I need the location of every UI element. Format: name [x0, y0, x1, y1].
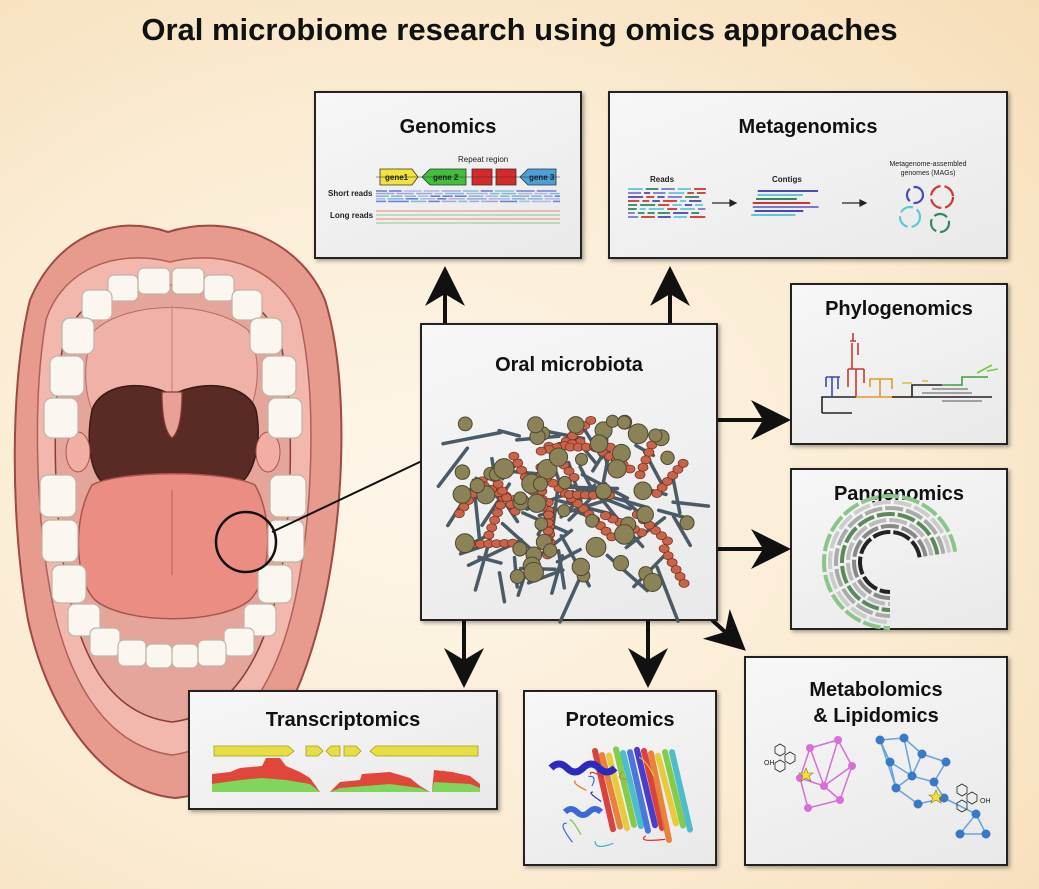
microbiota-cluster-illustration — [436, 414, 711, 624]
long-reads-label: Long reads — [330, 211, 374, 220]
proteomics-title: Proteomics — [565, 709, 675, 731]
mags-label-line2: genomes (MAGs) — [900, 170, 956, 177]
transcript-coverage-illustration — [212, 745, 480, 792]
metabolomics-title-line1: Metabolomics — [809, 679, 943, 701]
transcriptomics-panel: Transcriptomics — [188, 690, 498, 810]
short-reads-label: Short reads — [328, 189, 373, 198]
oh-label-right: OH — [980, 798, 991, 805]
metagenomics-panel: Metagenomics Reads Contigs Metagenome-as… — [608, 91, 1008, 259]
genomics-panel: Genomics Repeat region gene1 gene 2 gene… — [314, 91, 582, 259]
mags-label-line1: Metagenome-assembled — [889, 161, 967, 168]
phylogenomics-panel: Phylogenomics — [790, 283, 1008, 445]
figure-title: Oral microbiome research using omics app… — [141, 12, 898, 47]
genomics-title: Genomics — [399, 116, 497, 138]
oral-microbiota-title: Oral microbiota — [495, 354, 643, 376]
phylogenomics-title: Phylogenomics — [825, 298, 973, 320]
contigs-label: Contigs — [772, 175, 802, 184]
reads-label: Reads — [650, 175, 675, 184]
metagenome-assembly-illustration — [628, 184, 955, 234]
repeat-region-label: Repeat region — [458, 155, 509, 164]
pangenome-ring-illustration — [822, 494, 958, 630]
metagenomics-title: Metagenomics — [738, 116, 878, 138]
gene2-label: gene 2 — [433, 173, 459, 182]
metabolomics-panel: Metabolomics & Lipidomics OH OH — [744, 656, 1008, 866]
oh-label-left: OH — [764, 760, 775, 767]
genome-map-illustration — [376, 168, 560, 224]
protein-structure-illustration — [548, 746, 693, 847]
metabolite-network-illustration — [774, 733, 991, 839]
pangenomics-panel: Pangenomics — [790, 468, 1008, 630]
metabolomics-title-line2: & Lipidomics — [813, 705, 939, 727]
proteomics-panel: Proteomics — [523, 690, 717, 866]
phylogenetic-tree-illustration — [821, 333, 999, 414]
gene1-label: gene1 — [385, 173, 409, 182]
gene3-label: gene 3 — [529, 173, 555, 182]
oral-microbiota-panel: Oral microbiota — [420, 323, 718, 624]
transcriptomics-title: Transcriptomics — [265, 709, 421, 731]
